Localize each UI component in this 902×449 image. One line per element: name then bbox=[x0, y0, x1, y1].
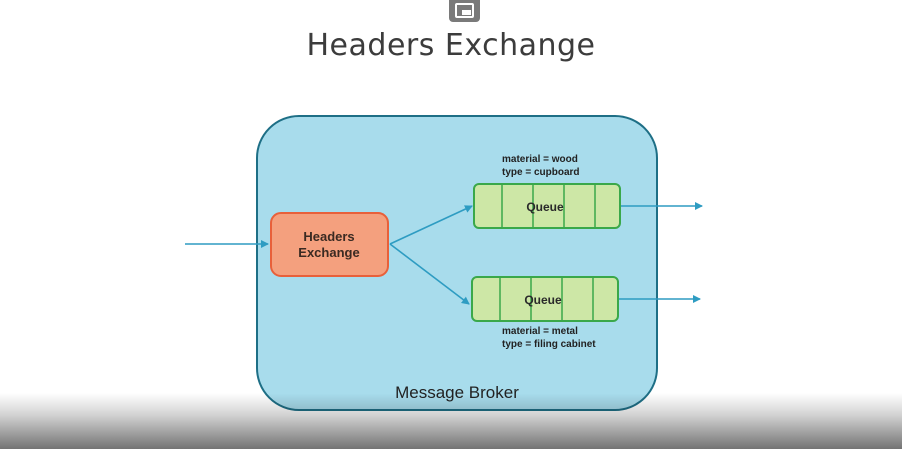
queue-wood: Queue bbox=[473, 183, 621, 229]
route-arrow-to-queue-wood bbox=[389, 205, 473, 245]
exchange-label-line2: Exchange bbox=[298, 245, 359, 260]
picture-in-picture-icon bbox=[455, 3, 474, 18]
video-controls-overlay[interactable] bbox=[0, 393, 902, 449]
queue-metal-header-line1: material = metal bbox=[502, 326, 578, 337]
route-arrow-to-queue-metal bbox=[389, 243, 470, 305]
queue-wood-header-line1: material = wood bbox=[502, 154, 578, 165]
queue-wood-header-line2: type = cupboard bbox=[502, 167, 580, 178]
slide-title: Headers Exchange bbox=[306, 28, 596, 63]
picture-in-picture-button[interactable] bbox=[449, 0, 480, 22]
queue-metal-header-line2: type = filing cabinet bbox=[502, 339, 596, 350]
exchange-label-line1: Headers bbox=[303, 229, 354, 244]
headers-exchange-box bbox=[270, 212, 389, 277]
queue-wood-label: Queue bbox=[526, 200, 564, 214]
queue-metal: Queue bbox=[471, 276, 619, 322]
queue-metal-box bbox=[471, 276, 619, 322]
queue-metal-label: Queue bbox=[524, 293, 562, 307]
queue-wood-box bbox=[473, 183, 621, 229]
